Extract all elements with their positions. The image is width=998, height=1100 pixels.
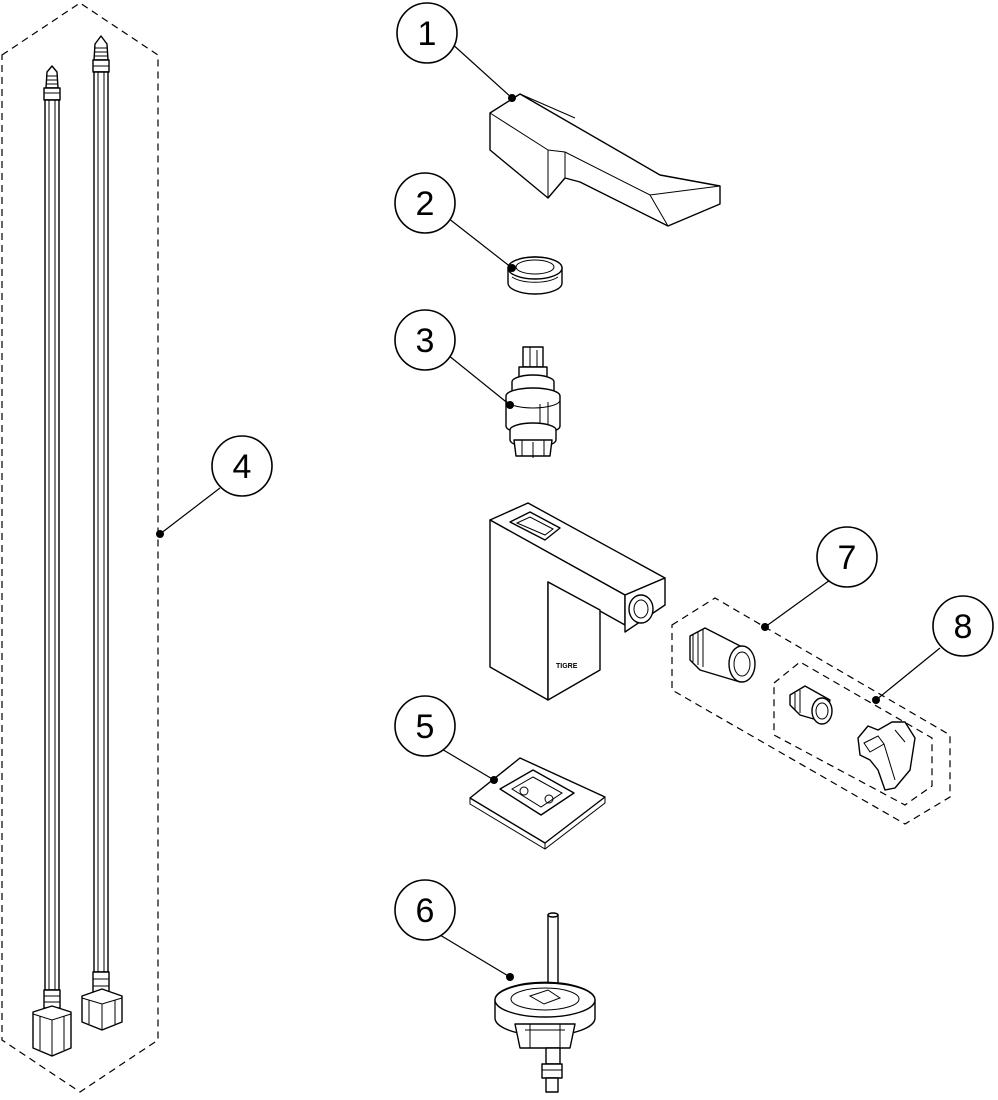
leader-dot-7 xyxy=(761,623,769,631)
leader-dot-5 xyxy=(490,776,498,784)
base-gasket xyxy=(469,757,606,850)
callout-label-8: 8 xyxy=(954,608,973,646)
leader-dot-6 xyxy=(506,973,514,981)
insert-group-outline xyxy=(773,661,933,806)
leader-dot-4 xyxy=(156,530,164,538)
callout-label-4: 4 xyxy=(233,448,252,486)
aerator-key xyxy=(857,721,916,791)
leader-lines xyxy=(156,41,941,981)
callout-3: 3 xyxy=(394,309,456,371)
callout-2: 2 xyxy=(394,172,456,234)
callout-5: 5 xyxy=(394,695,456,757)
aerator-housing xyxy=(689,627,756,683)
callout-6: 6 xyxy=(394,879,456,941)
mounting-stud-assembly xyxy=(494,912,596,1093)
hose-group-outline xyxy=(1,2,159,1093)
callout-label-3: 3 xyxy=(416,322,435,360)
lever-handle xyxy=(489,93,721,227)
flexible-hose-right xyxy=(81,35,123,1031)
callout-label-5: 5 xyxy=(416,708,435,746)
flexible-hose-left xyxy=(32,65,72,1057)
leader-dot-8 xyxy=(872,696,880,704)
leader-dot-1 xyxy=(508,94,516,102)
callout-label-7: 7 xyxy=(838,539,857,577)
leader-dot-3 xyxy=(506,401,514,409)
valve-cartridge xyxy=(505,346,561,458)
aerator-insert xyxy=(789,685,833,725)
callout-label-1: 1 xyxy=(418,15,437,53)
faucet-body: TIGRE xyxy=(489,502,666,701)
callout-4: 4 xyxy=(211,435,273,497)
callout-1: 1 xyxy=(396,2,458,64)
callout-label-2: 2 xyxy=(416,185,435,223)
aerator-group-outline xyxy=(671,597,951,825)
callout-8: 8 xyxy=(932,595,994,657)
callout-label-6: 6 xyxy=(416,892,435,930)
retaining-ring xyxy=(507,256,563,295)
callout-7: 7 xyxy=(816,526,878,588)
leader-dot-2 xyxy=(508,264,516,272)
brand-mark: TIGRE xyxy=(556,663,578,670)
